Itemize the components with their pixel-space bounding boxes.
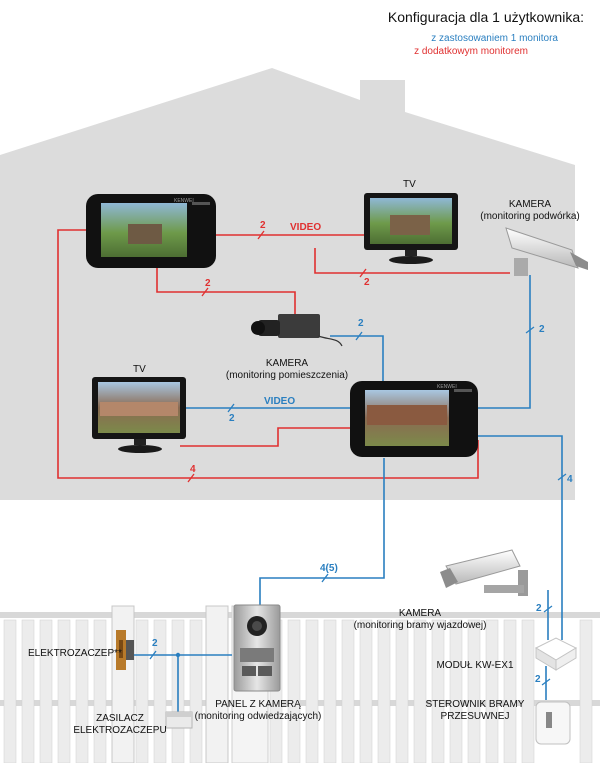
wire-count-blue-1: 2 [358, 318, 364, 329]
power-supply-label: ZASILACZ ELEKTROZACZEPU [73, 713, 167, 736]
monitor-brand-top: KENWEI [174, 198, 194, 204]
tv-top-label: TV [403, 179, 416, 190]
wire-count-blue-5: 4(5) [320, 563, 338, 574]
legend-additional-monitor: z dodatkowym monitorem [414, 46, 528, 57]
door-lock [116, 630, 134, 670]
camera-room [251, 314, 343, 347]
wire-count-red-4: 4 [190, 464, 196, 475]
monitor-main [86, 194, 216, 268]
tv-left-label: TV [133, 364, 146, 375]
gate-controller-label: STEROWNIK BRAMY PRZESUWNEJ [425, 699, 525, 722]
module-kw-ex1 [534, 637, 578, 671]
wire-count-blue-3: 2 [539, 324, 545, 335]
door-lock-label: ELEKTROZACZEP** [28, 648, 122, 659]
blue-wiring [134, 275, 563, 712]
wire-count-red-2: 2 [364, 277, 370, 288]
monitor-secondary [350, 381, 478, 457]
door-panel-label: PANEL Z KAMERĄ (monitoring odwiedzającyc… [194, 699, 322, 722]
camera-yard [505, 227, 588, 276]
wire-ticks [149, 230, 567, 686]
wire-count-blue-8: 2 [152, 638, 158, 649]
legend-single-monitor: z zastosowaniem 1 monitora [431, 33, 558, 44]
red-wiring [57, 229, 510, 479]
diagram-title: Konfiguracja dla 1 użytkownika: [387, 9, 584, 25]
wire-count-blue-4: 4 [567, 474, 573, 485]
gate-controller [535, 701, 571, 745]
wire-count-blue-2: 2 [229, 413, 235, 424]
video-label-red: VIDEO [290, 222, 322, 233]
wire-count-red-1: 2 [260, 220, 266, 231]
camera-gate [440, 549, 528, 596]
tv-left [92, 377, 186, 453]
wire-count-red-3: 2 [205, 278, 211, 289]
module-label: MODUŁ KW-EX1 [436, 660, 514, 671]
camera-yard-label: KAMERA (monitoring podwórka) [480, 199, 580, 222]
wire-count-blue-6: 2 [536, 603, 542, 614]
camera-gate-label: KAMERA (monitoring bramy wjazdowej) [353, 608, 487, 631]
power-supply [165, 711, 193, 729]
monitor-brand-right: KENWEI [437, 384, 457, 390]
camera-room-label: KAMERA (monitoring pomieszczenia) [225, 358, 349, 381]
video-label-blue: VIDEO [264, 396, 296, 407]
door-panel [233, 604, 281, 692]
fence [0, 605, 600, 764]
wire-count-blue-7: 2 [535, 674, 541, 685]
tv-top [364, 193, 458, 264]
